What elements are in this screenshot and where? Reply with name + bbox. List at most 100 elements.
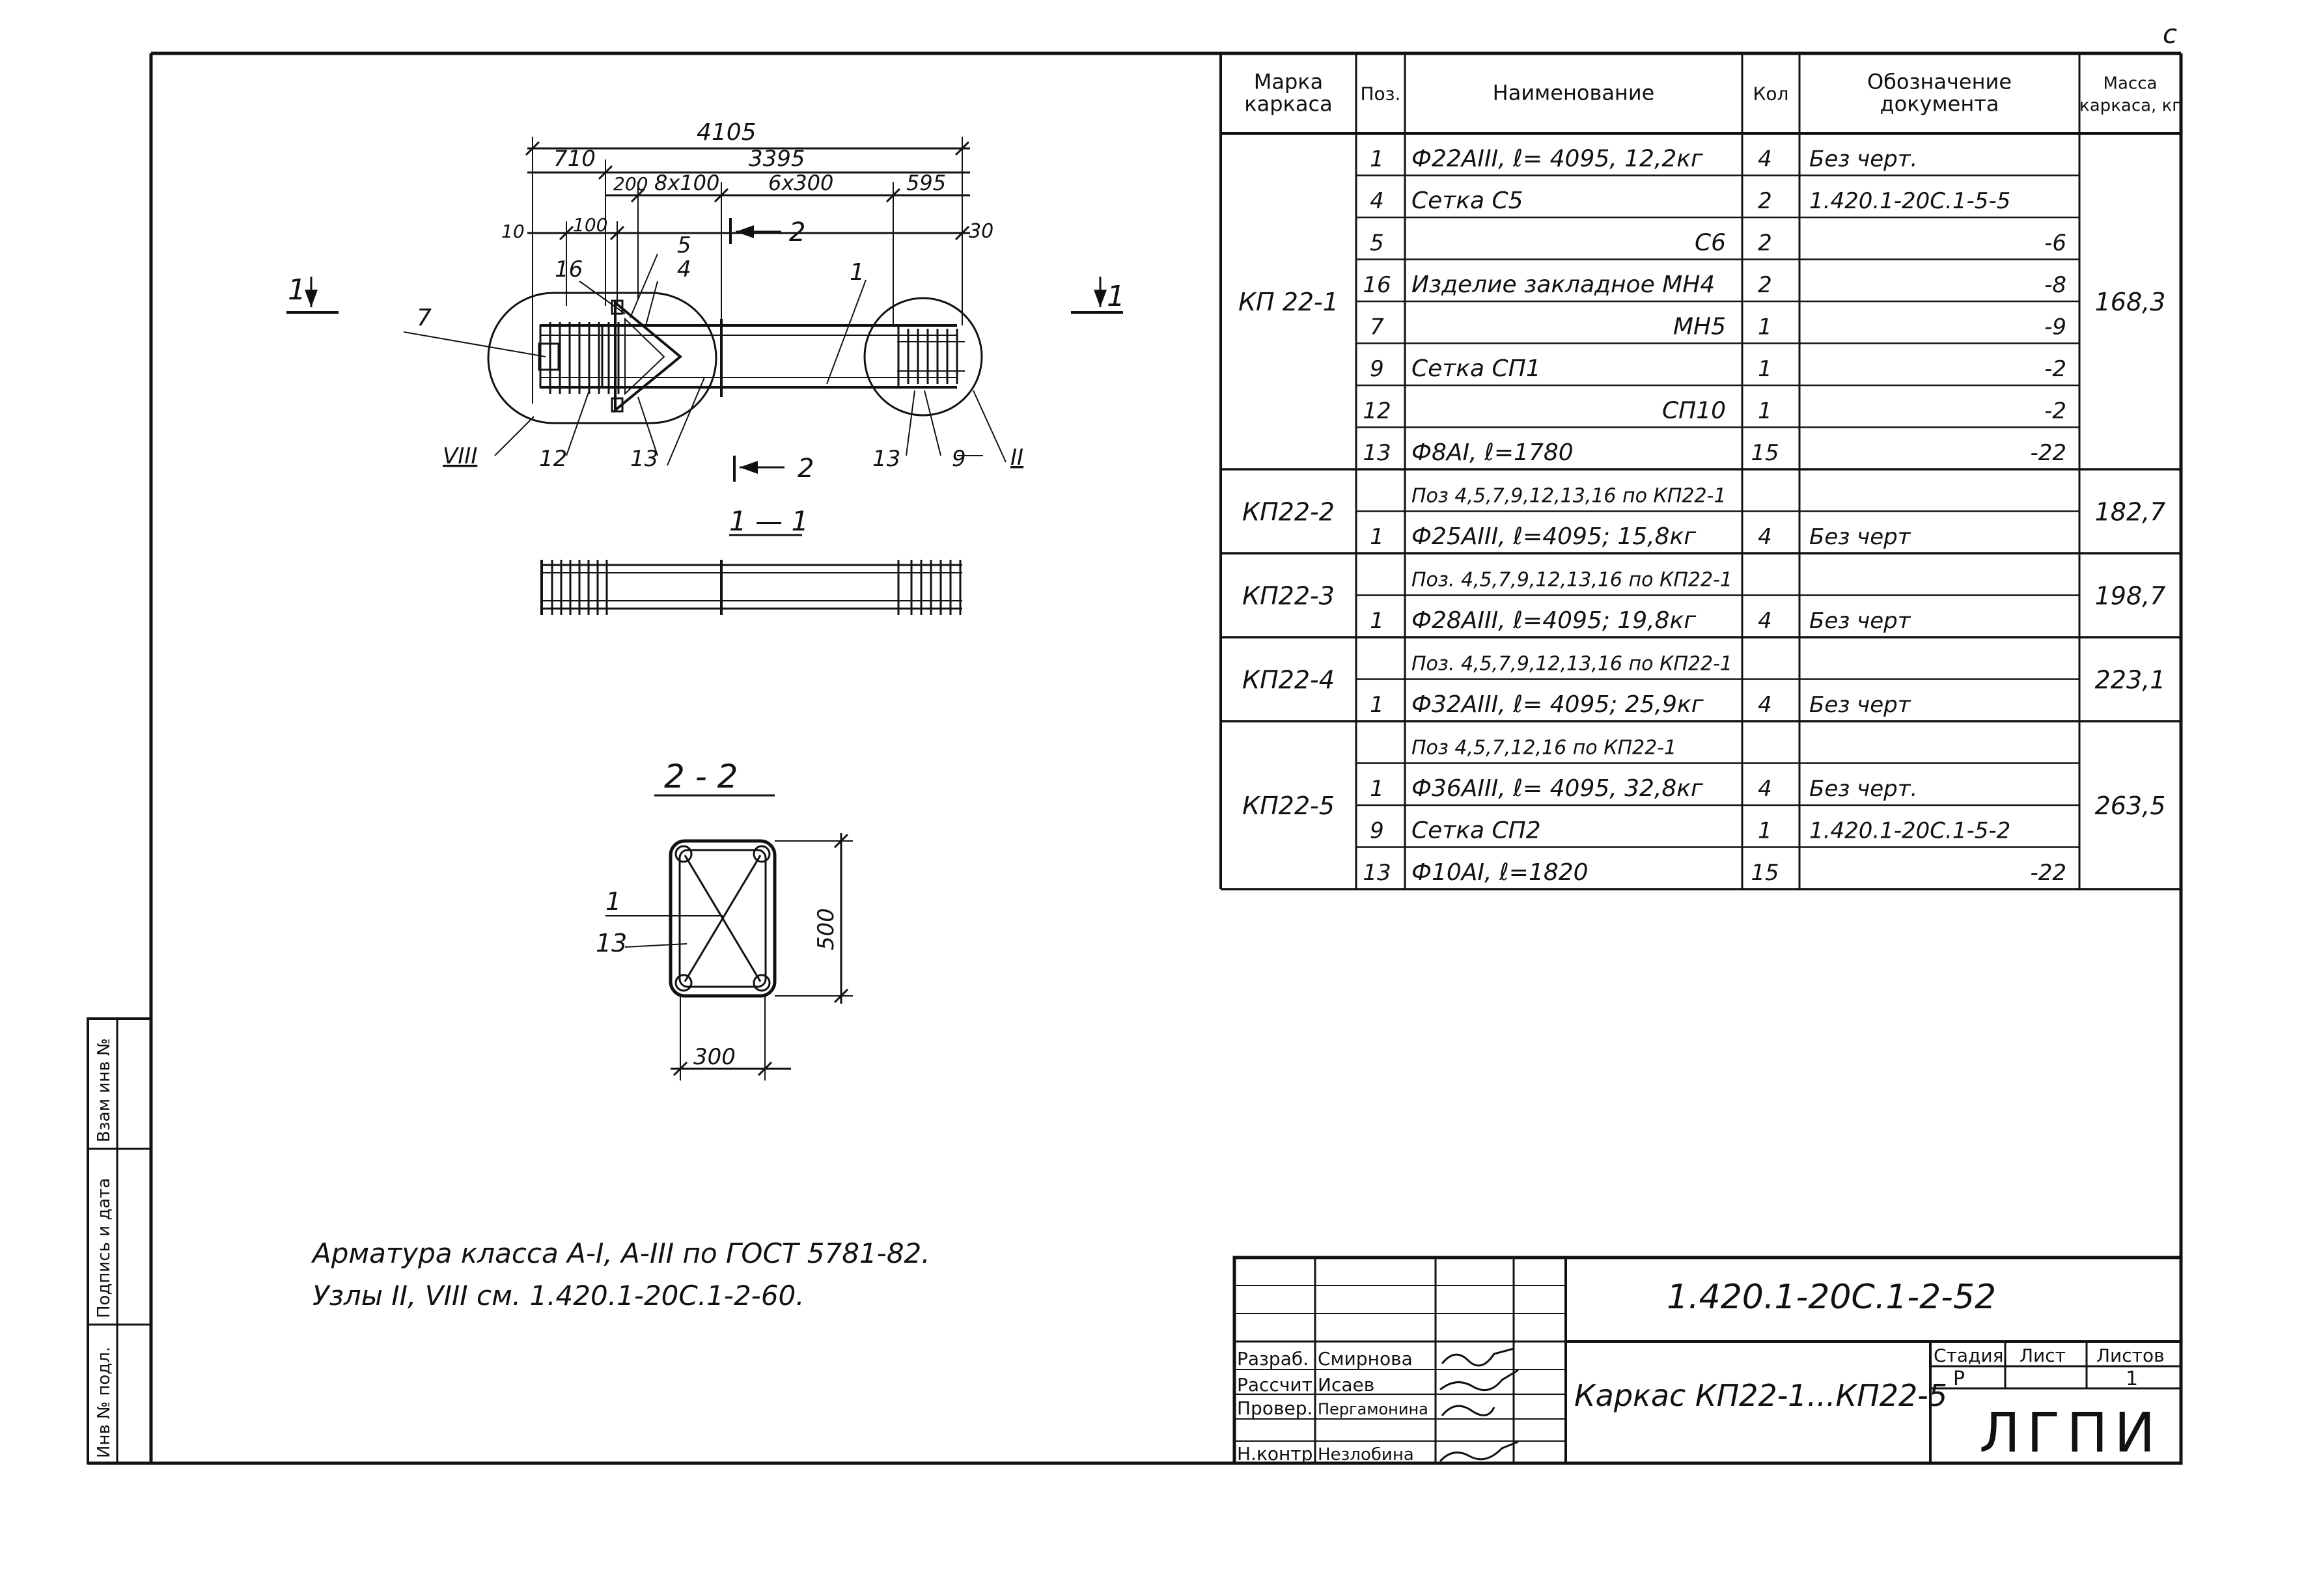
role-developer: Разраб. xyxy=(1237,1348,1309,1369)
row-pos: 7 xyxy=(1370,314,1384,340)
row-qty: 4 xyxy=(1758,146,1772,172)
row-group-mark: КП22-2 xyxy=(1242,498,1335,527)
row-group-mass: 198,7 xyxy=(2095,582,2166,611)
dim-100: 100 xyxy=(573,214,607,236)
stage-value: Р xyxy=(1953,1368,1965,1390)
callout-12: 12 xyxy=(539,446,567,472)
callout-13a: 13 xyxy=(630,446,658,472)
table-header-5: каркаса, кг xyxy=(2079,96,2181,116)
row-group-mass: 182,7 xyxy=(2095,498,2166,527)
table-header-4: Обозначение xyxy=(1867,70,2012,94)
row-name: Ф10АI, ℓ=1820 xyxy=(1411,859,1589,886)
row-qty: 15 xyxy=(1751,440,1779,466)
side-stamp-inv: Инв № подл. xyxy=(94,1347,114,1458)
row-group-mass: 263,5 xyxy=(2095,791,2166,820)
row-qty: 4 xyxy=(1758,608,1772,634)
sheets-value: 1 xyxy=(2126,1368,2138,1390)
name-norm-control: Незлобина xyxy=(1318,1445,1414,1465)
dim-left: 710 xyxy=(553,146,596,172)
role-norm-control: Н.контр xyxy=(1237,1443,1312,1465)
callout-7: 7 xyxy=(417,305,432,331)
row-name: Сетка С5 xyxy=(1411,187,1523,214)
section-22-view xyxy=(605,833,853,1080)
dim-30: 30 xyxy=(969,220,993,243)
name-developer: Смирнова xyxy=(1318,1348,1413,1369)
row-doc: Без черт xyxy=(1809,692,1911,718)
row-pos: 9 xyxy=(1370,818,1384,844)
row-doc: -22 xyxy=(2030,860,2066,886)
row-pos: 12 xyxy=(1363,398,1391,424)
row-qty: 15 xyxy=(1751,860,1779,886)
section-22-height: 500 xyxy=(813,908,839,950)
name-calculator: Исаев xyxy=(1318,1374,1374,1396)
row-doc: Без черт. xyxy=(1809,146,1917,172)
row-doc: Без черт xyxy=(1809,524,1911,550)
row-group-mark: КП 22-1 xyxy=(1238,288,1339,316)
organization: ЛГПИ xyxy=(1979,1401,2161,1465)
side-stamp-replace: Взам инв № xyxy=(94,1038,114,1142)
callout-II: II xyxy=(1010,445,1023,471)
callout-5: 5 xyxy=(677,232,691,258)
row-group-mass: 168,3 xyxy=(2095,288,2166,316)
title-block-text: 1.420.1-20С.1-2-52 Каркас КП22-1...КП22-… xyxy=(1237,1278,2165,1465)
row-doc: -8 xyxy=(2044,272,2066,298)
row-name: Сетка СП2 xyxy=(1411,818,1541,844)
row-name: Поз 4,5,7,9,12,13,16 по КП22-1 xyxy=(1411,485,1726,508)
table-header-1: Поз. xyxy=(1361,83,1401,105)
row-doc: 1.420.1-20С.1-5-2 xyxy=(1809,818,2010,844)
note-reinforcement: Арматура класса А-I, А-III по ГОСТ 5781-… xyxy=(311,1237,930,1269)
row-qty: 1 xyxy=(1758,314,1772,340)
row-doc: -22 xyxy=(2030,440,2066,466)
row-name: Изделие закладное МН4 xyxy=(1411,271,1715,298)
row-group-mark: КП22-3 xyxy=(1242,582,1335,611)
stage-label: Стадия xyxy=(1934,1345,2003,1366)
row-pos: 13 xyxy=(1363,860,1391,886)
row-doc: 1.420.1-20С.1-5-5 xyxy=(1809,188,2010,214)
dim-8x100: 8x100 xyxy=(654,171,719,195)
row-doc: -6 xyxy=(2044,230,2066,256)
callout-16: 16 xyxy=(555,256,583,282)
side-stamp: Инв № подл. Подпись и дата Взам инв № xyxy=(87,1017,152,1465)
row-qty: 4 xyxy=(1758,524,1772,550)
callout-4: 4 xyxy=(677,256,691,282)
row-name: МН5 xyxy=(1673,314,1726,340)
callout-VIII: VIII xyxy=(443,443,477,469)
section-mark-1-left: 1 xyxy=(288,273,306,307)
row-name: С6 xyxy=(1695,230,1726,256)
row-name: Ф32АIII, ℓ= 4095; 25,9кг xyxy=(1411,691,1704,718)
row-pos: 1 xyxy=(1370,146,1384,172)
table-header-5: Масса xyxy=(2104,74,2158,94)
plan-view-labels: 4105 710 3395 200 8x100 6x300 595 10 100… xyxy=(288,119,1125,484)
table-header-2: Наименование xyxy=(1493,81,1655,105)
row-name: Поз 4,5,7,12,16 по КП22-1 xyxy=(1411,737,1676,760)
row-name: Ф28АIII, ℓ=4095; 19,8кг xyxy=(1411,607,1697,634)
row-name: Ф25АIII, ℓ=4095; 15,8кг xyxy=(1411,523,1697,550)
sheet-label: Лист xyxy=(2020,1345,2066,1366)
section-11-title: 1 — 1 xyxy=(729,505,809,537)
table-header-0: каркаса xyxy=(1244,92,1332,117)
row-pos: 1 xyxy=(1370,608,1384,634)
callout-9: 9 xyxy=(952,446,966,472)
section-22-title: 2 - 2 xyxy=(664,758,738,795)
title-block xyxy=(1232,1256,2183,1465)
section-mark-1-right: 1 xyxy=(1107,280,1125,313)
section-22-callout-1: 1 xyxy=(605,887,621,916)
row-pos: 13 xyxy=(1363,440,1391,466)
row-name: СП10 xyxy=(1662,398,1726,424)
row-qty: 1 xyxy=(1758,356,1772,382)
row-qty: 4 xyxy=(1758,692,1772,718)
note-nodes: Узлы II, VIII см. 1.420.1-20С.1-2-60. xyxy=(312,1280,805,1312)
row-qty: 1 xyxy=(1758,818,1772,844)
row-pos: 1 xyxy=(1370,692,1384,718)
row-group-mark: КП22-4 xyxy=(1242,666,1335,695)
row-pos: 9 xyxy=(1370,356,1384,382)
table-header-0: Марка xyxy=(1254,70,1323,94)
corner-mark: с xyxy=(2163,20,2177,49)
row-doc: -9 xyxy=(2044,314,2066,340)
row-name: Ф36АIII, ℓ= 4095, 32,8кг xyxy=(1411,775,1704,802)
plan-view xyxy=(286,137,1123,482)
row-group-mark: КП22-5 xyxy=(1242,791,1335,820)
row-name: Ф22АIII, ℓ= 4095, 12,2кг xyxy=(1411,146,1704,172)
callout-1: 1 xyxy=(850,259,865,286)
